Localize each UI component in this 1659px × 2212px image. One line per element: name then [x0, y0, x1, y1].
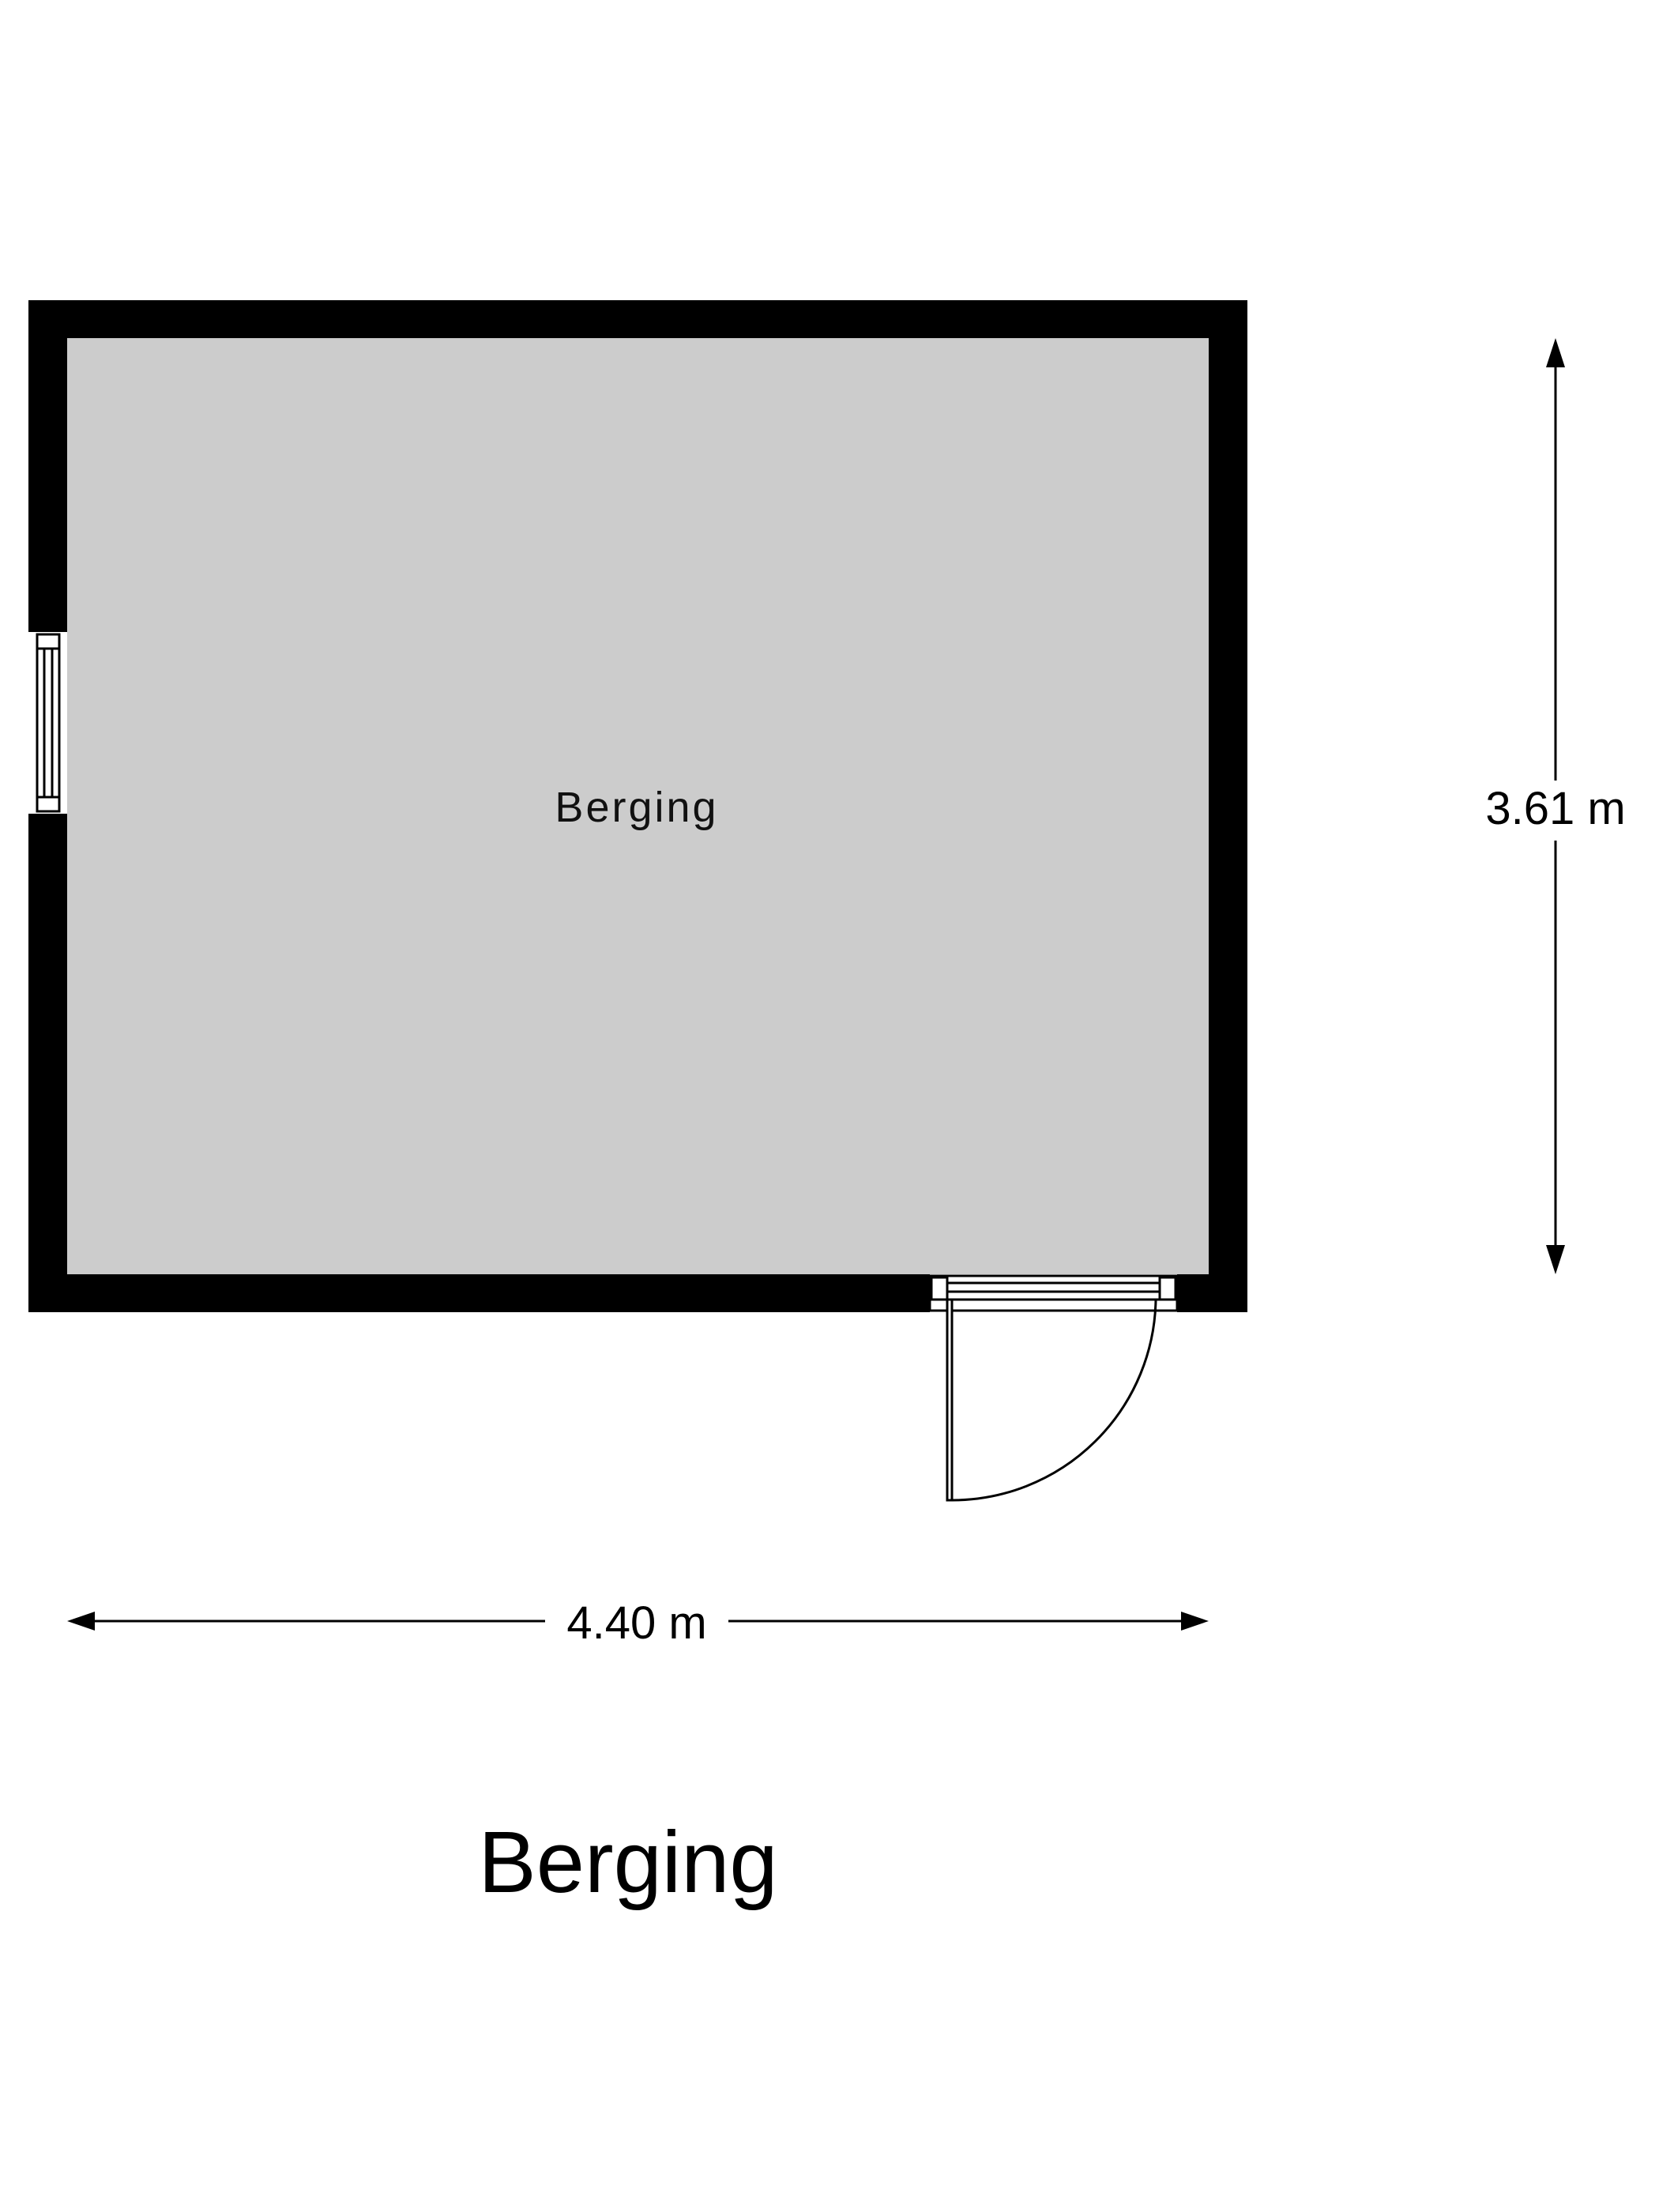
- room-floor: [67, 338, 1209, 1274]
- wall-bottom-right: [1177, 1274, 1247, 1312]
- arrow-right-icon: [1181, 1612, 1209, 1631]
- height-dimension: [1546, 338, 1565, 1274]
- arrow-down-icon: [1546, 1245, 1565, 1274]
- walls: [28, 300, 1247, 1312]
- wall-left-upper: [28, 300, 67, 632]
- door-swing-arc: [951, 1299, 1157, 1502]
- wall-right: [1209, 300, 1247, 1312]
- wall-top: [28, 300, 1247, 338]
- plan-title: Berging: [478, 1814, 777, 1911]
- arrow-left-icon: [67, 1612, 95, 1631]
- door: [928, 1274, 1179, 1502]
- height-label: 3.61 m: [1485, 783, 1625, 834]
- wall-left-lower: [28, 814, 67, 1312]
- room-label: Berging: [555, 784, 718, 831]
- width-dimension: [67, 1612, 1209, 1631]
- arrow-up-icon: [1546, 338, 1565, 367]
- width-label: 4.40 m: [566, 1597, 706, 1649]
- window-left: [36, 633, 61, 813]
- wall-bottom-left: [28, 1274, 930, 1312]
- door-leaf: [946, 1298, 954, 1502]
